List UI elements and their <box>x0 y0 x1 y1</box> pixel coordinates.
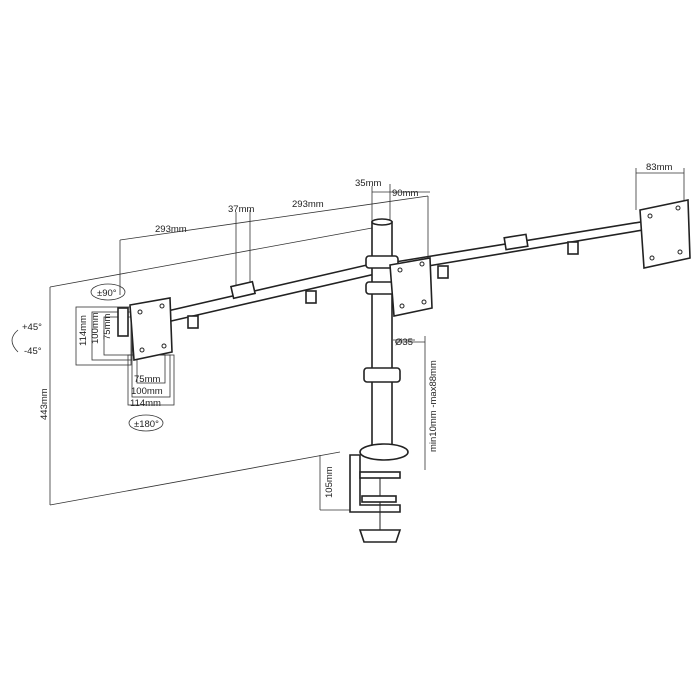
vesa-plate-center <box>389 257 433 317</box>
label-vesa-h-100: 100mm <box>90 312 101 344</box>
vesa-plate-right <box>639 199 691 269</box>
vesa-dimension-boxes <box>75 306 175 406</box>
rotation-180-marker <box>128 414 164 432</box>
label-vesa-w-75: 75mm <box>134 374 160 385</box>
label-293mm-left: 293mm <box>155 224 187 235</box>
label-vesa-w-100: 100mm <box>131 386 163 397</box>
label-rotation: ±90° <box>97 288 117 299</box>
label-443mm: 443mm <box>39 388 50 420</box>
label-desk-thickness: min10mm -max88mm <box>428 360 439 452</box>
label-vesa-h-75: 75mm <box>102 314 113 340</box>
label-pole-diameter: Ø35 <box>395 337 413 348</box>
label-vesa-h-114: 114mm <box>78 315 89 346</box>
tilt-arrow-icon <box>11 329 19 353</box>
label-vesa-w-114: 114mm <box>130 398 161 409</box>
rotation-90-marker <box>90 283 126 301</box>
desk-clamp <box>349 454 402 543</box>
vesa-plate-left <box>117 297 173 361</box>
label-35mm: 35mm <box>355 178 381 189</box>
label-tilt-down: -45° <box>24 346 42 357</box>
label-293mm-right: 293mm <box>292 199 324 210</box>
label-90mm: 90mm <box>392 188 418 199</box>
label-37mm: 37mm <box>228 204 254 215</box>
label-tilt-up: +45° <box>22 322 42 333</box>
label-clamp-height: 105mm <box>324 466 335 498</box>
envelope-lines <box>49 168 685 511</box>
label-83mm: 83mm <box>646 162 672 173</box>
pole <box>359 218 409 461</box>
label-swivel: ±180° <box>134 419 159 430</box>
